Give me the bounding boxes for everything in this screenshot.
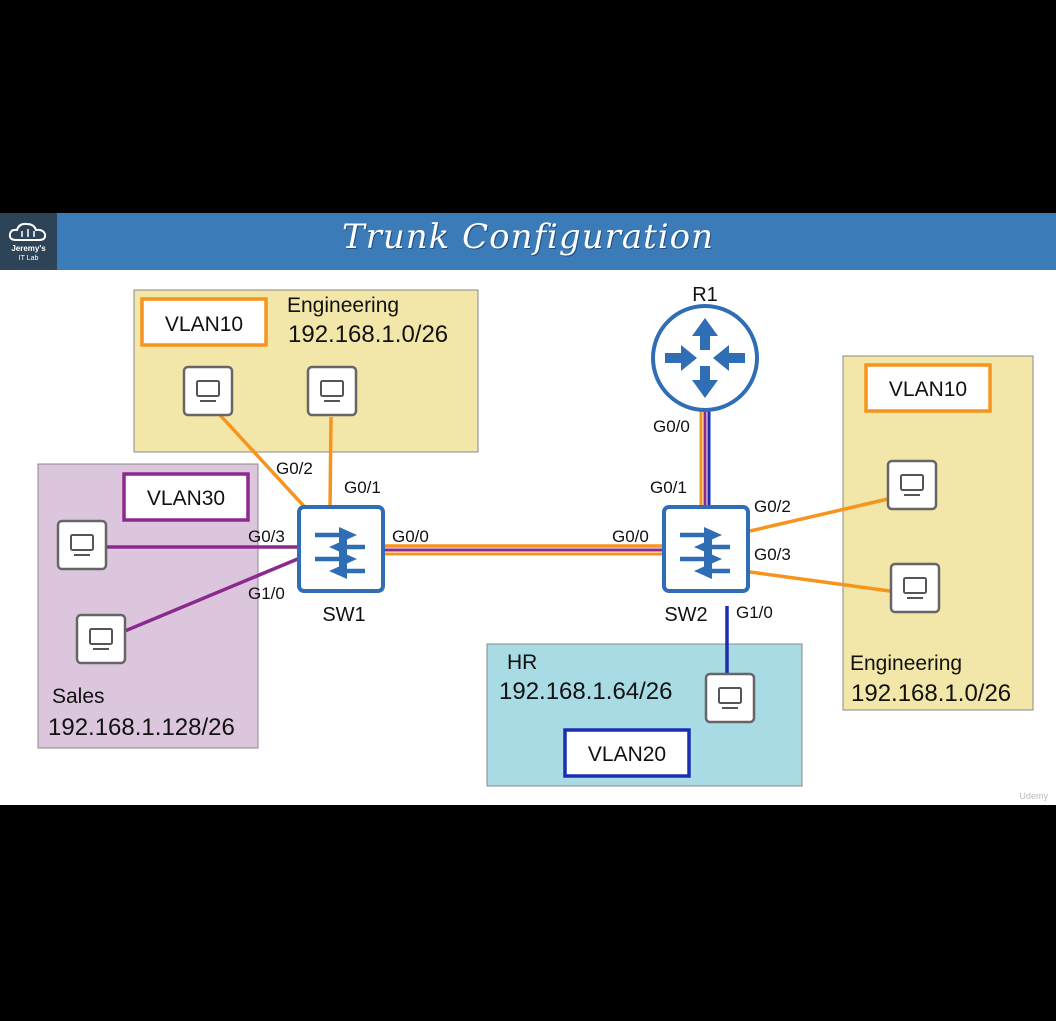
pc-icon[interactable] <box>886 459 938 511</box>
logo-text: Jeremy's <box>11 244 46 253</box>
engineering-right-zone <box>842 355 1034 711</box>
slide-title: Trunk Configuration <box>341 217 715 257</box>
hr-name: HR <box>507 651 537 674</box>
pc-icon[interactable] <box>56 519 108 571</box>
vlan30-label: VLAN30 <box>147 487 225 510</box>
vlan10-right-box <box>864 363 992 413</box>
cloud-logo-icon <box>8 222 47 241</box>
trunk-sw1-sw2 <box>383 544 664 556</box>
engineering-left-name: Engineering <box>287 294 399 317</box>
vlan30-box <box>122 472 250 522</box>
engineering-right-name: Engineering <box>850 652 962 675</box>
sales-subnet: 192.168.1.128/26 <box>48 714 235 741</box>
pc-icon[interactable] <box>75 613 127 665</box>
trunk-sw2-r1 <box>699 411 711 507</box>
switch-sw2-icon[interactable] <box>664 507 748 591</box>
switch-sw1-icon[interactable] <box>299 507 383 591</box>
link-vlan10-right-pc1 <box>749 497 889 533</box>
port-label: G1/0 <box>248 584 285 603</box>
link-vlan10-pc1 <box>218 413 314 517</box>
port-label: G0/0 <box>392 527 429 546</box>
vlan20-box <box>563 728 691 778</box>
vlan10-right-label: VLAN10 <box>889 378 967 401</box>
logo: Jeremy's IT Lab <box>0 213 57 270</box>
pc-icon[interactable] <box>704 672 756 724</box>
pc-icon[interactable] <box>889 562 941 614</box>
slide: VLAN10 VLAN30 VLAN20 VLAN10 Engineering … <box>0 213 1056 805</box>
r1-label: R1 <box>692 284 718 306</box>
port-label: G0/2 <box>276 459 313 478</box>
port-label: G0/1 <box>344 478 381 497</box>
port-label: G0/0 <box>653 417 690 436</box>
router-r1-icon[interactable] <box>651 304 759 412</box>
engineering-right-subnet: 192.168.1.0/26 <box>851 680 1011 707</box>
port-label: G1/0 <box>736 603 773 622</box>
port-label: G0/2 <box>754 497 791 516</box>
vlan10-left-label: VLAN10 <box>165 313 243 336</box>
pc-icon[interactable] <box>306 365 358 417</box>
watermark: Udemy <box>1019 791 1048 801</box>
network-diagram: VLAN10 VLAN30 VLAN20 VLAN10 Engineering … <box>37 284 1034 787</box>
port-label: G0/3 <box>754 545 791 564</box>
logo-subtext: IT Lab <box>18 255 39 262</box>
link-vlan10-pc2 <box>328 416 333 512</box>
sales-name: Sales <box>52 685 105 708</box>
sw2-label: SW2 <box>664 604 707 626</box>
vlan10-left-box <box>140 297 268 347</box>
port-label: G0/0 <box>612 527 649 546</box>
link-vlan10-right-pc2 <box>749 570 891 593</box>
link-vlan30-pc2 <box>124 556 301 633</box>
port-label: G0/3 <box>248 527 285 546</box>
pc-icon[interactable] <box>182 365 234 417</box>
vlan20-label: VLAN20 <box>588 743 666 766</box>
port-label: G0/1 <box>650 478 687 497</box>
hr-subnet: 192.168.1.64/26 <box>499 678 673 705</box>
engineering-left-subnet: 192.168.1.0/26 <box>288 321 448 348</box>
title-bar: Jeremy's IT Lab Trunk Configuration <box>0 213 1056 270</box>
sw1-label: SW1 <box>322 604 365 626</box>
